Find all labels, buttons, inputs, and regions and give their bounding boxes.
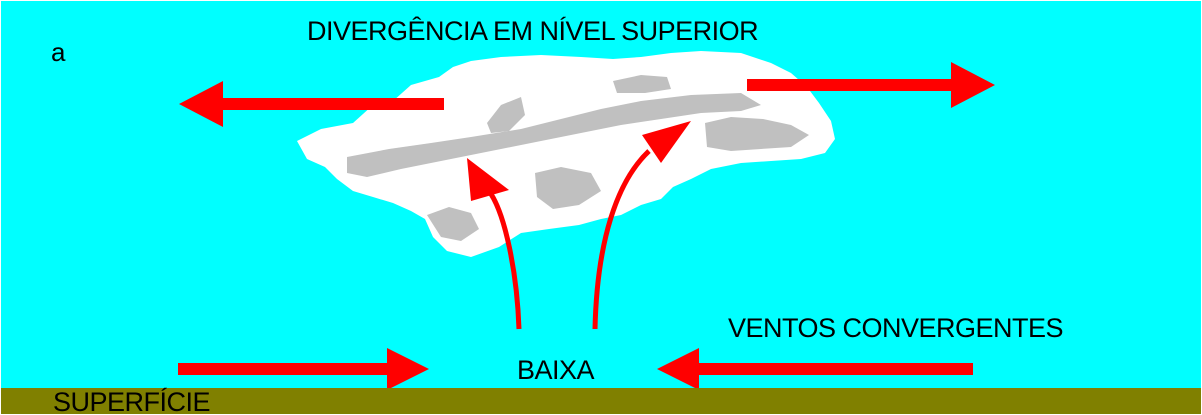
arrow-upper-left bbox=[179, 81, 444, 127]
arrow-upper-right bbox=[747, 62, 995, 108]
converging-winds-label: VENTOS CONVERGENTES bbox=[728, 313, 1064, 343]
arrow-rising-left bbox=[467, 158, 522, 330]
low-pressure-label: BAIXA bbox=[517, 355, 595, 385]
arrow-surface-right bbox=[657, 348, 973, 390]
panel-letter: a bbox=[51, 37, 65, 67]
ground-surface bbox=[1, 388, 1201, 414]
upper-divergence-label: DIVERGÊNCIA EM NÍVEL SUPERIOR bbox=[307, 16, 759, 46]
surface-label: SUPERFÍCIE bbox=[53, 387, 211, 415]
arrow-rising-right bbox=[592, 121, 691, 330]
arrow-surface-left bbox=[178, 348, 429, 390]
